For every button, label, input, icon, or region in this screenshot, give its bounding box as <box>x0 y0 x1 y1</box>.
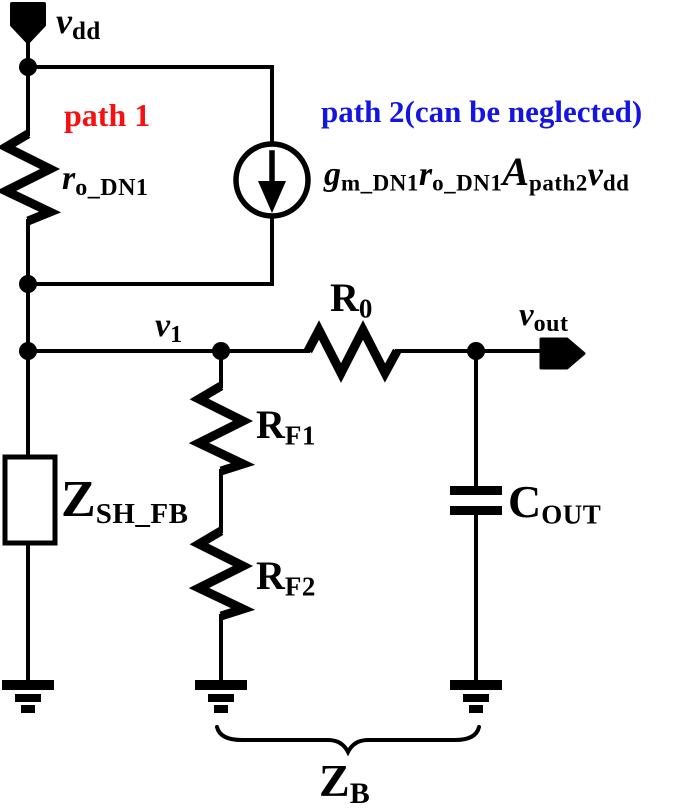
resistor-rf1-icon <box>188 382 256 476</box>
rf2-label: RF2 <box>256 553 316 602</box>
impedance-zsh-fb-icon <box>2 454 58 546</box>
rf1-label: RF1 <box>256 402 316 451</box>
resistor-r0-icon <box>304 320 401 383</box>
node-dot-v1 <box>212 342 230 360</box>
capacitor-plate-bottom <box>450 506 502 515</box>
vdd-label: vdd <box>56 1 101 45</box>
v1-label: v1 <box>155 307 183 348</box>
vout-port-icon <box>539 337 586 370</box>
zb-label: ZB <box>319 755 371 810</box>
ground-icon-right <box>450 680 502 713</box>
vout-label: vout <box>519 297 569 337</box>
current-source-arrow-head <box>258 181 286 213</box>
resistor-rf2-icon <box>188 527 256 621</box>
cout-label: COUT <box>508 476 602 530</box>
ground-icon-left <box>2 680 54 713</box>
capacitor-plate-top <box>450 486 502 495</box>
node-dot-cout <box>467 342 485 360</box>
zsh-fb-label: ZSH_FB <box>61 471 189 530</box>
zb-brace-icon <box>215 725 481 757</box>
current-source-label: gm_DN1ro_DN1Apath2vdd <box>324 149 630 196</box>
ro-dn1-label: ro_DN1 <box>62 160 149 201</box>
r0-label: R0 <box>330 275 373 324</box>
resistor-ro-dn1-icon <box>0 130 62 226</box>
vdd-supply-icon <box>10 2 46 44</box>
path2-annotation: path 2(can be neglected) <box>321 94 643 129</box>
ground-icon-middle <box>195 680 247 713</box>
path1-annotation: path 1 <box>64 97 151 133</box>
node-dot-vdd <box>19 58 37 76</box>
node-dot-cs-return <box>19 275 37 293</box>
node-dot-left-main <box>19 342 37 360</box>
